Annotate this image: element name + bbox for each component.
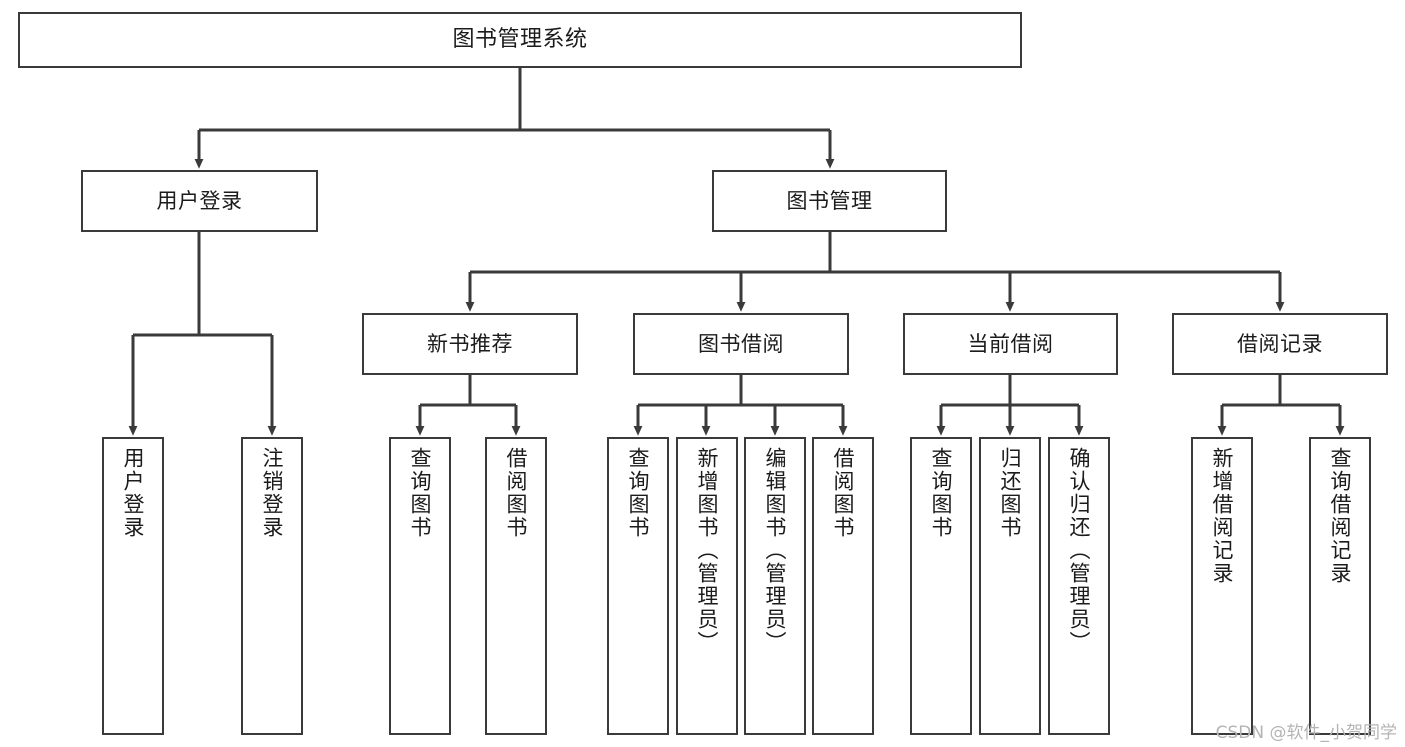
node-leaf-user-login[interactable]: 用户登录 (102, 437, 164, 735)
node-borrow-record-label: 借阅记录 (1237, 331, 1323, 356)
node-current-borrow-label: 当前借阅 (967, 331, 1054, 356)
node-book-borrow-label: 图书借阅 (698, 331, 784, 356)
node-new-book-recommend[interactable]: 新书推荐 (362, 313, 578, 375)
node-leaf-query-book-recommend[interactable]: 查询图书 (389, 437, 451, 735)
node-leaf-borrow-book[interactable]: 借阅图书 (812, 437, 874, 735)
node-user-login-label: 用户登录 (156, 188, 243, 213)
node-user-login[interactable]: 用户登录 (81, 170, 318, 232)
node-leaf-borrow-book-recommend-label: 借阅图书 (504, 447, 529, 539)
node-leaf-borrow-book-recommend[interactable]: 借阅图书 (485, 437, 547, 735)
node-leaf-query-book-current[interactable]: 查询图书 (910, 437, 972, 735)
node-leaf-confirm-return-admin-label: 确认归还（管理员） (1067, 447, 1092, 654)
node-leaf-borrow-book-label: 借阅图书 (831, 447, 856, 539)
node-leaf-edit-book-admin-label: 编辑图书（管理员） (763, 447, 788, 654)
node-leaf-add-book-admin[interactable]: 新增图书（管理员） (676, 437, 738, 735)
node-leaf-query-book-current-label: 查询图书 (929, 447, 954, 539)
node-book-borrow[interactable]: 图书借阅 (633, 313, 849, 375)
node-book-manage-label: 图书管理 (786, 188, 873, 213)
node-leaf-user-login-label: 用户登录 (121, 447, 146, 539)
node-leaf-query-book-borrow-label: 查询图书 (626, 447, 651, 539)
node-leaf-logout-login[interactable]: 注销登录 (241, 437, 303, 735)
node-leaf-add-borrow-record[interactable]: 新增借阅记录 (1191, 437, 1253, 735)
node-leaf-query-borrow-record[interactable]: 查询借阅记录 (1309, 437, 1371, 735)
node-leaf-return-book[interactable]: 归还图书 (979, 437, 1041, 735)
node-borrow-record[interactable]: 借阅记录 (1172, 313, 1388, 375)
node-root[interactable]: 图书管理系统 (18, 12, 1022, 68)
node-new-book-recommend-label: 新书推荐 (427, 331, 513, 356)
watermark: CSDN @软件_小贺同学 (1215, 723, 1397, 743)
node-leaf-confirm-return-admin[interactable]: 确认归还（管理员） (1048, 437, 1110, 735)
node-root-label: 图书管理系统 (452, 27, 588, 53)
node-current-borrow[interactable]: 当前借阅 (903, 313, 1118, 375)
node-book-manage[interactable]: 图书管理 (712, 170, 947, 232)
node-leaf-return-book-label: 归还图书 (998, 447, 1023, 539)
node-leaf-query-book-borrow[interactable]: 查询图书 (607, 437, 669, 735)
node-leaf-logout-login-label: 注销登录 (260, 447, 285, 539)
node-leaf-query-book-recommend-label: 查询图书 (408, 447, 433, 539)
node-leaf-query-borrow-record-label: 查询借阅记录 (1328, 447, 1353, 585)
node-leaf-add-book-admin-label: 新增图书（管理员） (695, 447, 720, 654)
node-leaf-add-borrow-record-label: 新增借阅记录 (1210, 447, 1235, 585)
node-leaf-edit-book-admin[interactable]: 编辑图书（管理员） (744, 437, 806, 735)
